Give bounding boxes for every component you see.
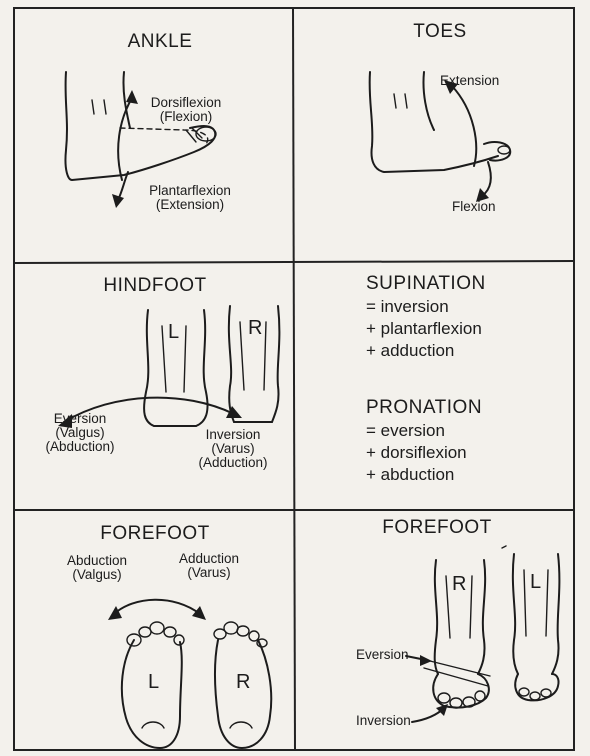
forefoot-left-right-letter: R [236, 671, 250, 693]
plantarflexion-label: Plantarflexion (Extension) [120, 184, 260, 212]
supination-definition: SUPINATION = inversion + plantarflexion … [366, 272, 486, 362]
forefoot-left-illustration: L R [14, 510, 294, 750]
pronation-item: + abduction [366, 464, 482, 486]
forefoot-right-illustration: R L [294, 510, 574, 750]
pronation-definition: PRONATION = eversion + dorsiflexion + ab… [366, 396, 482, 486]
forefoot-inversion-label: Inversion [356, 714, 411, 728]
hindfoot-illustration: L R [14, 262, 294, 512]
pronation-item: + dorsiflexion [366, 442, 482, 464]
pronation-item: = eversion [366, 420, 482, 442]
supination-item: = inversion [366, 296, 486, 318]
ankle-illustration [14, 10, 304, 260]
hindfoot-eversion-label: Eversion (Valgus) (Abduction) [30, 412, 130, 455]
forefoot-right-r-letter: R [452, 573, 466, 595]
hindfoot-right-letter: R [248, 317, 262, 339]
toes-flexion-label: Flexion [452, 200, 496, 214]
pronation-heading: PRONATION [366, 396, 482, 420]
supination-item: + adduction [366, 340, 486, 362]
dorsiflexion-label: Dorsiflexion (Flexion) [126, 96, 246, 124]
forefoot-eversion-label: Eversion [356, 648, 409, 662]
hindfoot-inversion-label: Inversion (Varus) (Adduction) [178, 428, 288, 471]
forefoot-left-foot-letter: L [148, 671, 159, 693]
hindfoot-left-letter: L [168, 321, 179, 343]
supination-heading: SUPINATION [366, 272, 486, 296]
toes-extension-label: Extension [440, 74, 499, 88]
toes-illustration [294, 10, 574, 260]
supination-item: + plantarflexion [366, 318, 486, 340]
forefoot-right-l-letter: L [530, 571, 541, 593]
